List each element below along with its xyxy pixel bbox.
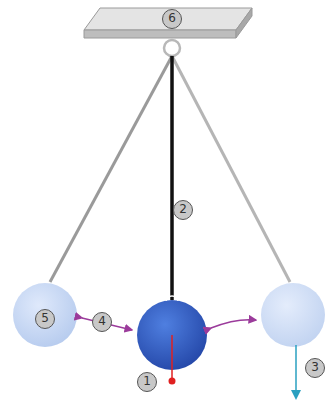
center-dot [169,378,176,385]
ceiling-side [236,8,252,38]
callout-number: 6 [162,9,182,29]
hook-ring [164,40,180,56]
center-line [171,335,173,380]
callout-number: 3 [305,358,325,378]
ceiling-edge [84,30,236,38]
string-right [172,56,290,282]
ball-left [13,283,77,347]
callout-number: 1 [137,372,157,392]
gravity-arrow [295,345,297,397]
ceiling [84,8,252,30]
callout-number: 2 [173,200,193,220]
string-left [50,56,172,282]
callout-number: 5 [35,309,55,329]
callout-number: 4 [92,312,112,332]
ball-right [261,283,325,347]
amplitude-arrow [211,320,256,328]
string [170,56,174,300]
